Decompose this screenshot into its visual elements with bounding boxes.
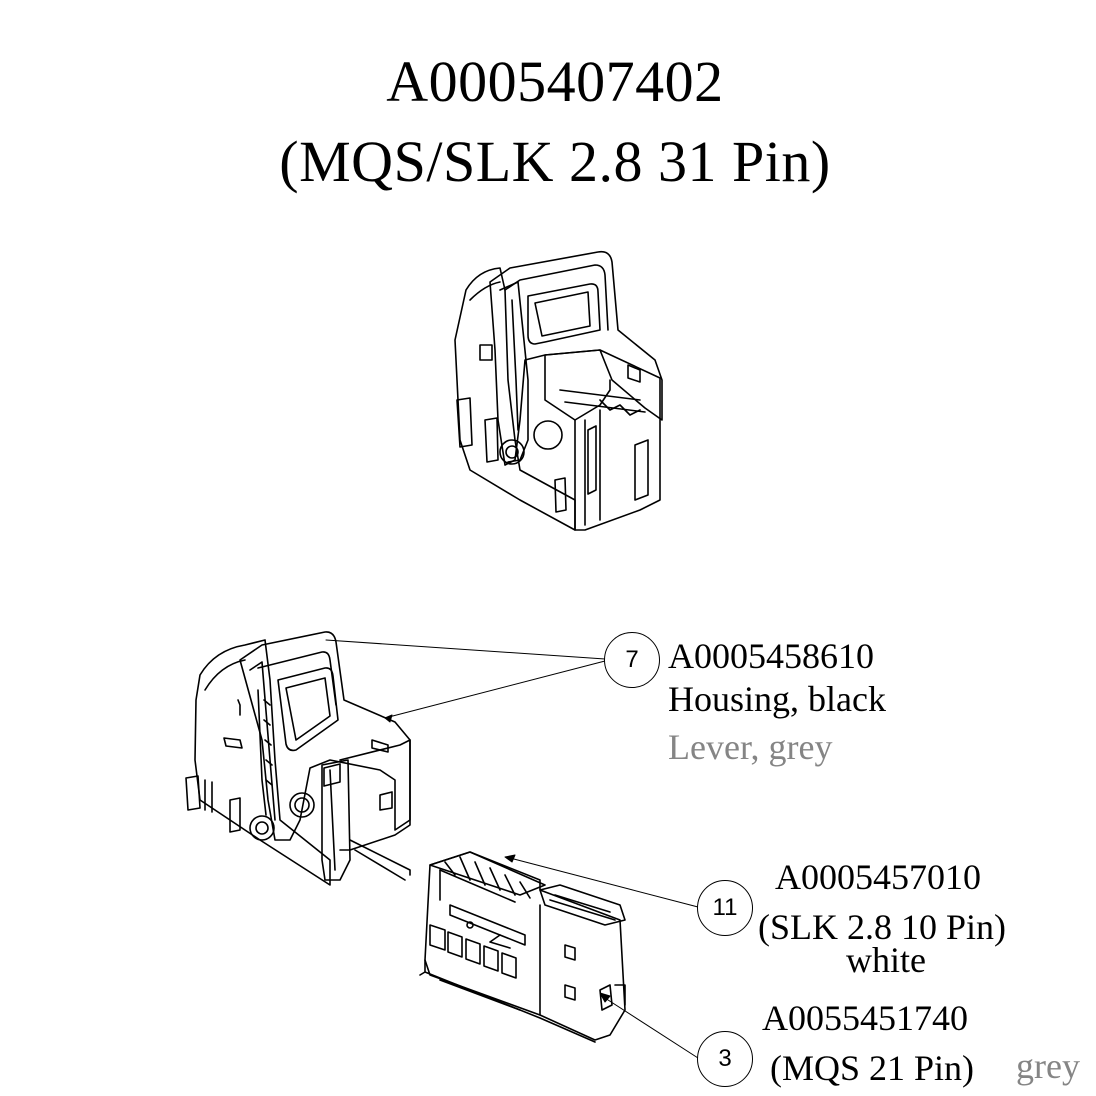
callout-3-circle: 3 (697, 1031, 753, 1087)
callout-7-circle: 7 (604, 632, 660, 688)
callout-11-color-label: white (846, 940, 926, 980)
callout-3-spec-label: (MQS 21 Pin) (770, 1048, 975, 1088)
callout-3-part-number: A0055451740 (762, 998, 968, 1038)
callout-11-spec-label: (SLK 2.8 10 Pin) (758, 907, 1007, 947)
callout-11-circle: 11 (697, 880, 753, 936)
callout-11-part-number: A0005457010 (775, 857, 981, 897)
title-part-number: A0005407402 (386, 49, 724, 114)
callout-7-housing-label: Housing, black (668, 679, 886, 719)
callout-3-color-label: grey (1016, 1046, 1080, 1086)
title-description: (MQS/SLK 2.8 31 Pin) (279, 129, 831, 194)
leader-lines (325, 639, 699, 1059)
callout-7-part-number: A0005458610 (668, 636, 874, 676)
insert-modules-figure (419, 851, 626, 1043)
callout-7-lever-label: Lever, grey (668, 727, 833, 767)
housing-lever-figure (185, 631, 411, 886)
assembled-connector-figure (454, 250, 663, 531)
